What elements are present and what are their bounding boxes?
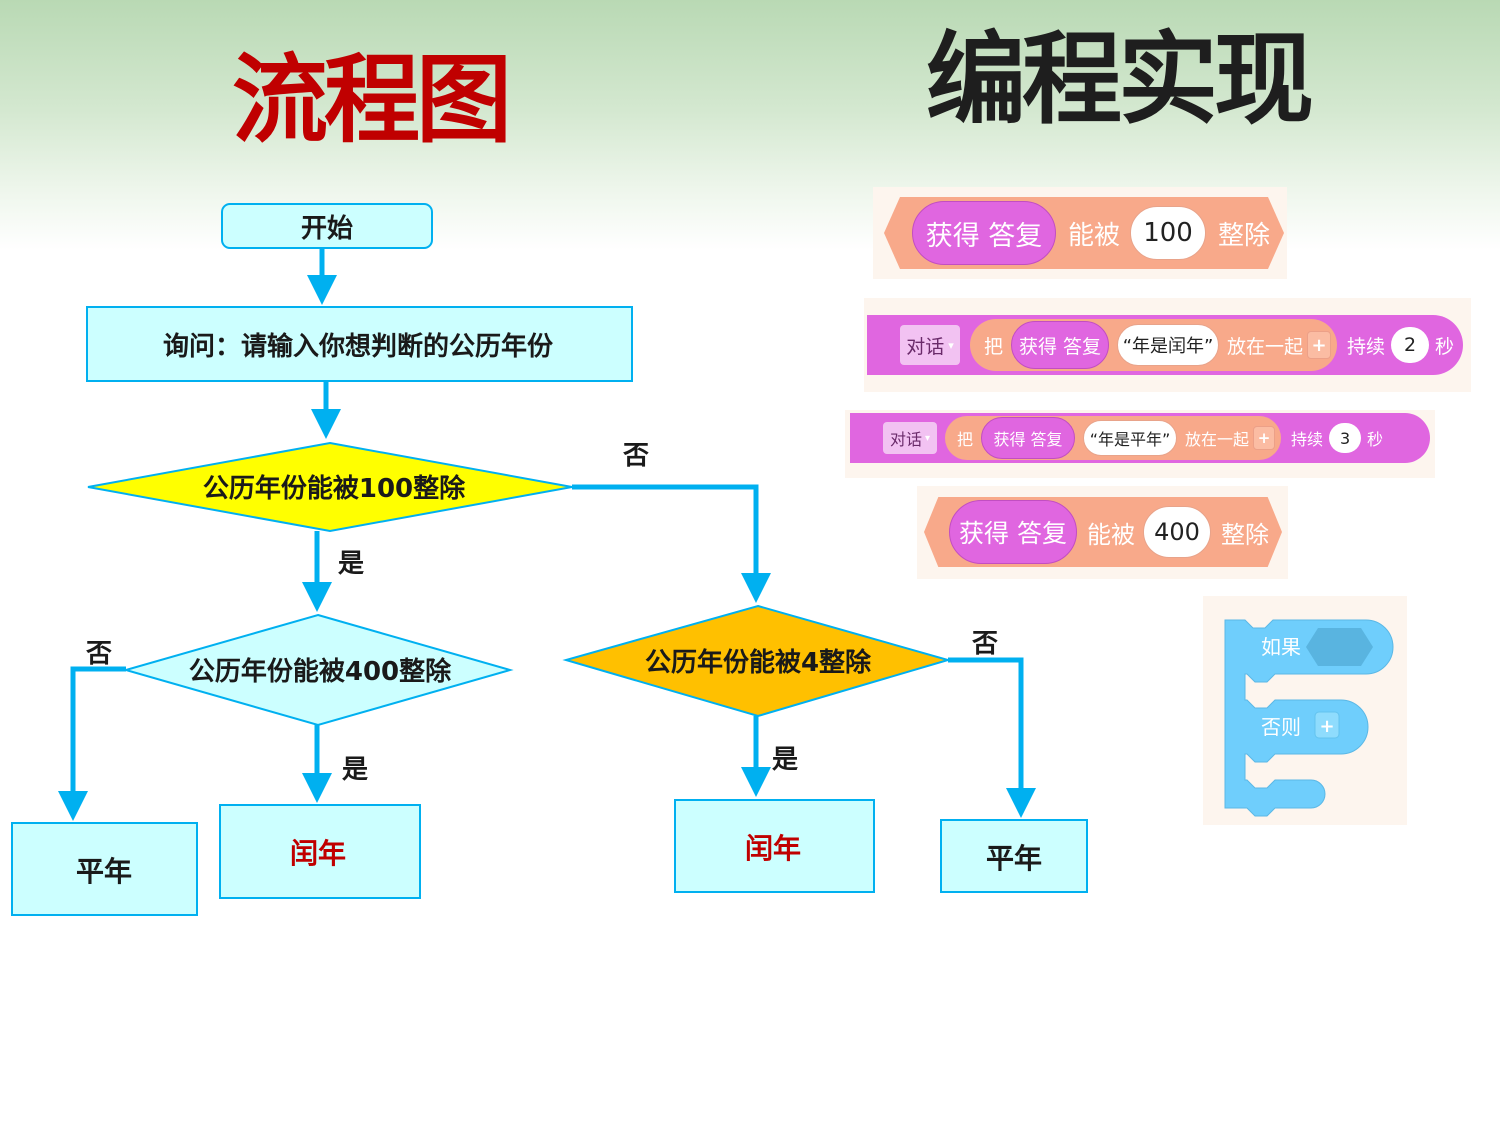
answer-reporter[interactable]: 获得 答复	[912, 201, 1056, 265]
string-input[interactable]: “年是闰年”	[1117, 324, 1220, 366]
condition-slot[interactable]	[1306, 628, 1373, 666]
answer-reporter[interactable]: 获得 答复	[949, 500, 1077, 564]
chevron-down-icon: ▾	[948, 338, 954, 352]
else-label: 否则	[1261, 715, 1301, 739]
if-label: 如果	[1261, 635, 1301, 659]
add-else-button[interactable]	[1314, 711, 1340, 739]
seconds-unit: 秒	[1435, 335, 1455, 358]
d4-yes-label: 是	[772, 745, 798, 775]
result-common-1-label: 平年	[76, 855, 132, 888]
result-leap-2	[674, 799, 875, 893]
programming-title: 编程实现	[926, 21, 1314, 138]
result-leap-1-label: 闰年	[290, 837, 346, 870]
add-icon[interactable]: +	[1253, 426, 1276, 450]
mod100-label1: 能被	[1068, 220, 1121, 251]
result-leap-1	[219, 804, 421, 899]
say-leap-block[interactable]: 对话▾ 把 获得 答复 “年是闰年” 放在一起 + 持续 2 秒	[867, 315, 1463, 375]
join-block[interactable]: 把 获得 答复 “年是平年” 放在一起 +	[945, 416, 1282, 460]
arrow-d4-no	[948, 657, 1036, 818]
say-common-block[interactable]: 对话▾ 把 获得 答复 “年是平年” 放在一起 + 持续 3 秒	[850, 413, 1430, 463]
join-prefix: 把	[957, 430, 974, 449]
mod400-label2: 整除	[1221, 520, 1269, 549]
seconds-unit: 秒	[1367, 430, 1384, 449]
mod400-label1: 能被	[1087, 520, 1135, 549]
result-common-2-label: 平年	[986, 842, 1042, 875]
mod100-block[interactable]: 获得 答复 能被 100 整除	[884, 197, 1284, 269]
mod100-label2: 整除	[1218, 220, 1271, 251]
flowchart-title: 流程图	[232, 44, 512, 156]
say-mode-label: 对话	[906, 335, 945, 358]
string-input[interactable]: “年是平年”	[1083, 420, 1178, 456]
seconds-input[interactable]: 3	[1329, 423, 1362, 453]
if-else-block[interactable]: 如果 + 否则	[1203, 596, 1407, 825]
decision-100-label: 公历年份能被100整除	[203, 473, 466, 504]
say-mode-label: 对话	[889, 430, 922, 449]
mod400-value-input[interactable]: 400	[1143, 506, 1211, 558]
chevron-down-icon: ▾	[924, 432, 931, 444]
duration-label: 持续	[1291, 430, 1324, 449]
say-mode-dropdown[interactable]: 对话▾	[883, 422, 937, 454]
result-leap-2-label: 闰年	[745, 832, 801, 865]
ask-label: 询问：请输入你想判断的公历年份	[163, 331, 553, 362]
answer-reporter[interactable]: 获得 答复	[981, 417, 1076, 459]
add-icon: +	[1319, 716, 1334, 737]
ask-node	[86, 306, 633, 382]
decision-4-label: 公历年份能被4整除	[645, 647, 872, 678]
arrow-d100-no	[572, 484, 771, 603]
add-icon[interactable]: +	[1307, 331, 1332, 359]
result-common-2	[940, 819, 1088, 893]
duration-label: 持续	[1347, 335, 1386, 358]
join-suffix: 放在一起	[1227, 335, 1304, 358]
d400-no-label: 否	[86, 639, 112, 669]
d400-yes-label: 是	[342, 755, 368, 785]
seconds-input[interactable]: 2	[1391, 327, 1430, 363]
arrow-d400-no	[58, 666, 126, 821]
answer-reporter[interactable]: 获得 答复	[1011, 321, 1110, 369]
start-label: 开始	[301, 214, 353, 244]
d100-yes-label: 是	[338, 549, 364, 579]
mod400-block[interactable]: 获得 答复 能被 400 整除	[924, 497, 1282, 567]
decision-400-label: 公历年份能被400整除	[189, 656, 452, 687]
decision-100-node	[87, 441, 573, 533]
d100-no-label: 否	[623, 441, 649, 471]
start-node	[221, 203, 433, 249]
join-suffix: 放在一起	[1185, 430, 1250, 449]
result-common-1	[11, 822, 198, 916]
say-mode-dropdown[interactable]: 对话▾	[900, 325, 960, 365]
d4-no-label: 否	[972, 629, 998, 659]
mod100-value-input[interactable]: 100	[1130, 206, 1207, 260]
join-prefix: 把	[984, 335, 1004, 358]
join-block[interactable]: 把 获得 答复 “年是闰年” 放在一起 +	[970, 319, 1338, 371]
